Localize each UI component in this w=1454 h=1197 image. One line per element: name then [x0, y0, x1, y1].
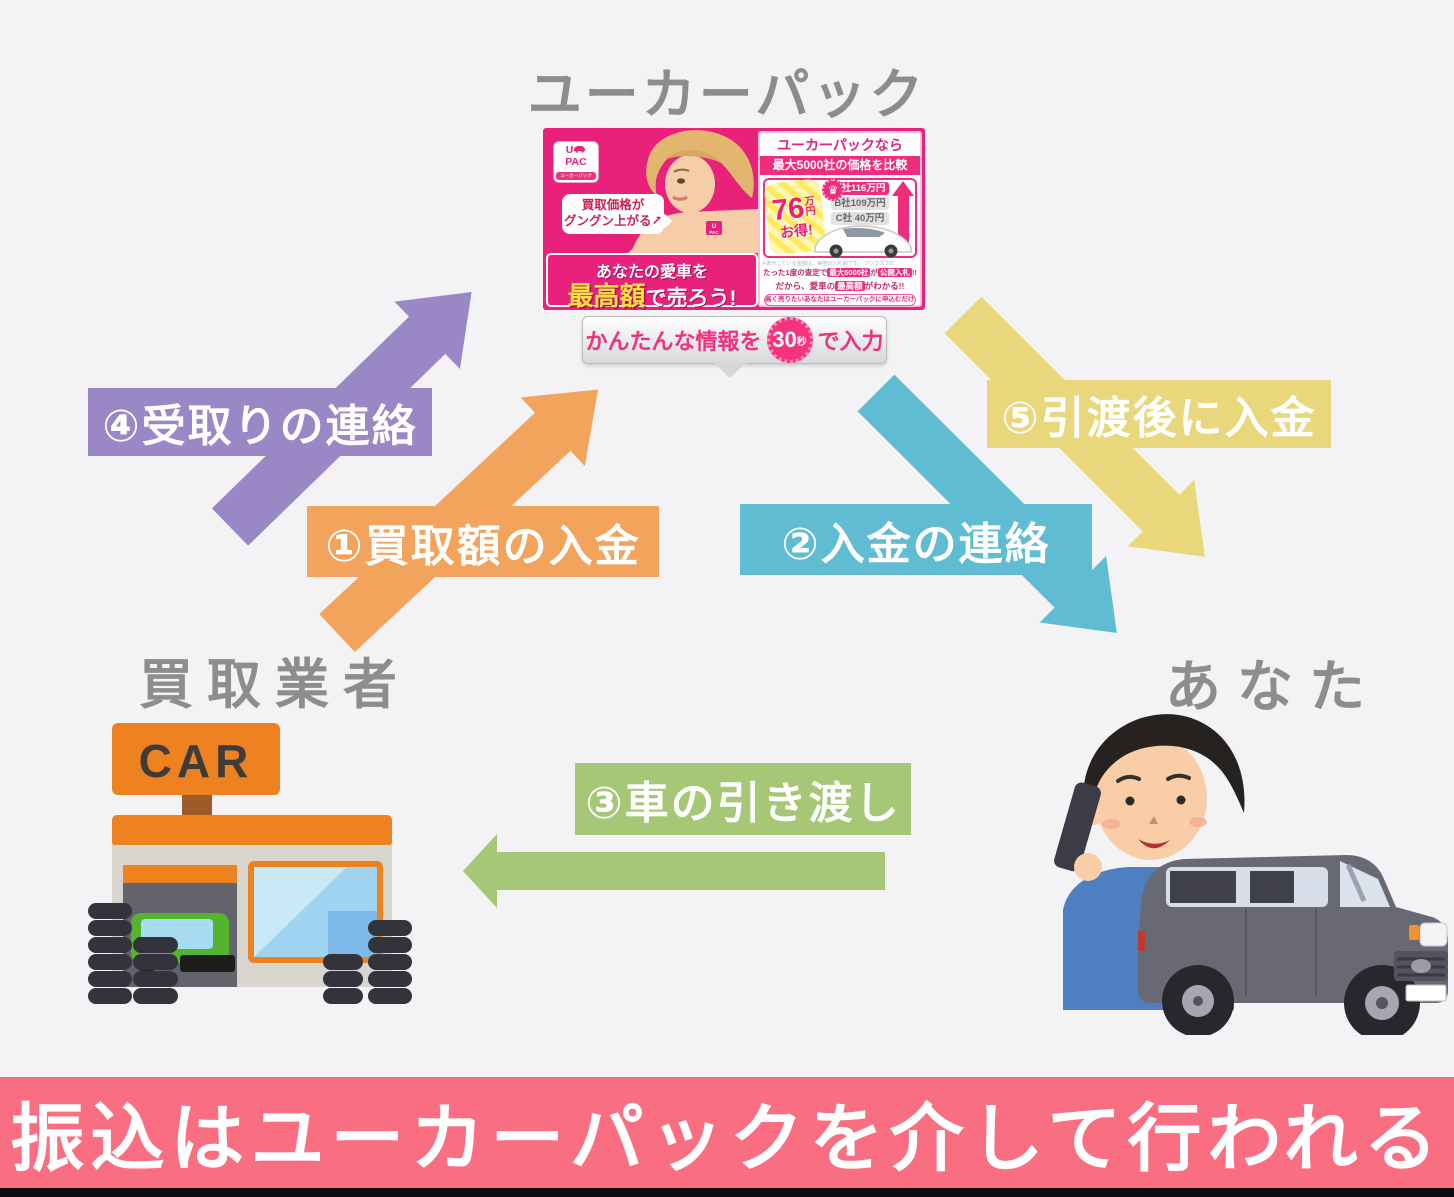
showroom-window — [248, 861, 383, 963]
panel-header1: ユーカーパックなら — [777, 137, 903, 153]
man-hand — [1074, 853, 1102, 881]
man-brow-left — [1116, 774, 1141, 783]
step-label-3-car-handover: ③車の引き渡し — [575, 763, 911, 835]
step-label-2-payment-contact: ②入金の連絡 — [740, 504, 1092, 575]
upac-logo: U PAC ユーカーパック — [553, 141, 599, 183]
input-bar-text-pre: かんたんな情報を — [585, 329, 762, 354]
price-row-a: A社116万円 — [831, 182, 889, 195]
shop-roof — [112, 815, 392, 847]
man-with-phone-and-suv-illustration — [1054, 714, 1448, 1035]
svg-text:PAC: PAC — [709, 230, 719, 235]
tire-stacks — [88, 903, 412, 1004]
input-bar-text-post: で入力 — [817, 329, 884, 354]
ad-copy-line2: だから、愛車の最高額がわかる!! — [775, 281, 905, 291]
arrow-step3-left — [463, 834, 885, 908]
ad-cta-pill: 高く売りたいあなたはユーカーパックに申込むだけでOK♪ — [764, 294, 916, 306]
woman-eye — [677, 178, 685, 184]
car-shop-illustration: CAR — [88, 723, 412, 1004]
ad-fineprint: ※表示している金額は、実際の入札額です。 プリウス 2012年式 125km 査… — [762, 261, 895, 267]
garage-header — [123, 865, 237, 883]
dealer-actor-label: 買取業者 — [139, 655, 411, 715]
crown-icon: ♛ — [822, 179, 844, 201]
car-shop-sign — [112, 723, 280, 795]
suv-taillight — [1138, 931, 1145, 951]
man-mouth — [1138, 839, 1170, 849]
ad-slogan: あなたの愛車を 最高額で売ろう! — [546, 253, 758, 310]
prius-car-image — [814, 225, 912, 258]
sign-post — [182, 795, 212, 817]
panel-header2: 最大5000社の価格を比較 — [760, 156, 920, 175]
you-actor-label: あなた — [1165, 655, 1381, 718]
upac-logo-subtext: ユーカーパック — [556, 172, 596, 180]
woman-model-image: U PAC — [628, 130, 758, 253]
car-icon — [574, 146, 586, 153]
bid-price-list: A社116万円 B社109万円 C社 40万円 — [831, 182, 889, 227]
step-label-1-purchase-payment: ①買取額の入金 — [307, 506, 659, 577]
service-title: ユーカーパック — [527, 65, 927, 125]
upac-logo-text: U PAC — [565, 144, 587, 169]
ad-copy-line1: たった1度の査定で最大5000社が公開入札!! — [763, 268, 917, 277]
suv-headlight — [1419, 922, 1448, 947]
suv-car — [1138, 855, 1448, 1035]
step-label-5-payment-after-handover: ⑤引渡後に入金 — [987, 380, 1331, 448]
phone — [1054, 782, 1101, 872]
man-brow-right — [1166, 773, 1191, 781]
woman-lips — [672, 195, 688, 201]
bottom-banner: 振込はユーカーパックを介して行われる — [0, 1077, 1454, 1188]
suv-indicator — [1409, 925, 1419, 940]
price-rising-bubble: 買取価格が グングン上がる↗ — [562, 194, 664, 234]
man-nose — [1149, 816, 1158, 824]
suv-license-plate — [1405, 984, 1447, 1002]
slogan-highlight: 最高額 — [567, 281, 646, 310]
ucarpac-ad-banner: U PAC U PAC ユーカーパック 買取価格が グングン上がる↗ あなたの愛… — [543, 128, 925, 310]
price-row-c: C社 40万円 — [831, 212, 889, 225]
suv-logo — [1411, 959, 1431, 973]
man-eye-left — [1125, 796, 1135, 806]
bottom-black-strip — [0, 1188, 1454, 1197]
man-face — [1095, 736, 1207, 860]
step-label-4-receipt-contact: ④受取りの連絡 — [88, 388, 432, 456]
suv-door-lines — [1245, 909, 1317, 995]
svg-text:U: U — [712, 224, 716, 230]
price-up-arrow-icon — [892, 181, 914, 245]
price-row-b: B社109万円 — [831, 197, 889, 210]
svg-text:CAR: CAR — [139, 735, 254, 787]
woman-brow — [673, 168, 690, 173]
man-eye-right — [1176, 795, 1186, 805]
woman-hair — [646, 130, 754, 198]
woman-face — [665, 155, 715, 213]
upac-tattoo — [706, 221, 722, 235]
man-hair — [1083, 714, 1245, 822]
